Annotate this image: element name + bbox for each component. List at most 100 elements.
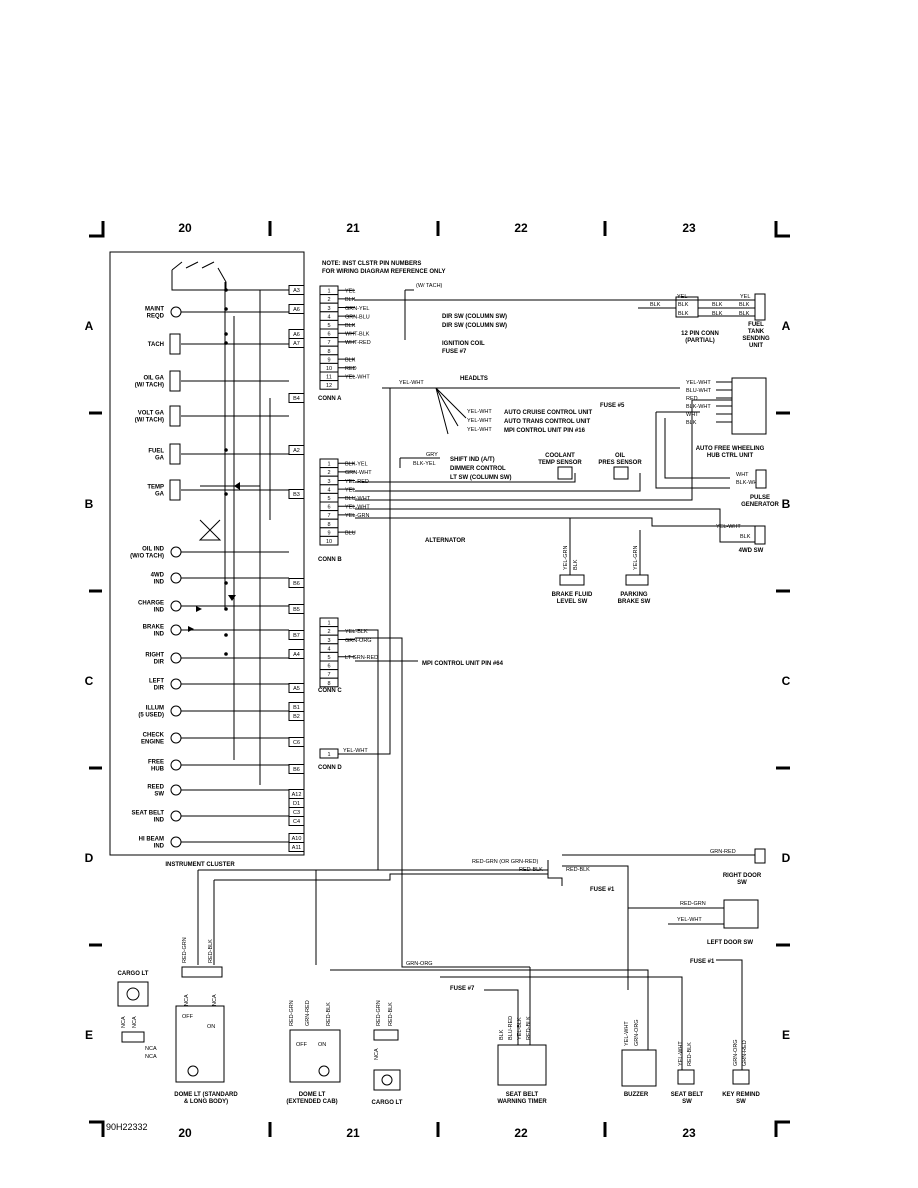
connector-c-label: CONN C bbox=[318, 688, 342, 694]
cluster-item-label: ILLUM bbox=[146, 706, 164, 712]
alternator: ALTERNATOR bbox=[425, 538, 466, 544]
grid-col-21: 21 bbox=[346, 221, 360, 235]
connector-pin-number: 6 bbox=[327, 505, 330, 511]
connector-pin-number: 9 bbox=[327, 530, 330, 536]
cluster-item-label: RIGHT bbox=[145, 653, 164, 659]
connector-pin-number: 5 bbox=[327, 496, 330, 502]
dome2-wire-3: RED-BLK bbox=[326, 1002, 332, 1026]
cluster-pin-label: B5 bbox=[293, 607, 300, 613]
cluster-item-label: GA bbox=[155, 492, 165, 498]
corner-mark bbox=[774, 221, 790, 238]
grid-row-d-right: D bbox=[782, 851, 791, 865]
bulb-icon bbox=[318, 1065, 330, 1077]
conn-a-dest-2: DIR SW (COLUMN SW) bbox=[442, 323, 507, 329]
connector-wire-color: YEL-WHT bbox=[345, 375, 370, 381]
connector-pin-number: 3 bbox=[327, 479, 330, 485]
nca-2: NCA bbox=[132, 1016, 138, 1028]
dome1-wire-2: RED-BLK bbox=[208, 939, 214, 963]
cargo-lt-2-connector bbox=[373, 1029, 399, 1041]
cluster-item-label: SW bbox=[154, 792, 164, 798]
auto-cruise-control-unit: AUTO CRUISE CONTROL UNIT bbox=[504, 410, 592, 416]
connector-pin-number: 12 bbox=[326, 383, 332, 389]
grid-col-21-bottom: 21 bbox=[346, 1126, 360, 1140]
brake-fluid-label-2: LEVEL SW bbox=[557, 599, 588, 605]
corner-mark bbox=[89, 221, 105, 238]
indicator-lamp-icon bbox=[170, 624, 182, 636]
brake-fluid-connector bbox=[559, 574, 585, 586]
pulse-label-1: PULSE bbox=[750, 495, 770, 501]
dome-lt-1-box bbox=[175, 1005, 225, 1083]
brake-fluid-wire-2: BLK bbox=[573, 559, 579, 570]
pulse-generator-connector bbox=[755, 469, 767, 489]
connector-pin-number: 11 bbox=[326, 375, 332, 381]
corner-mark bbox=[774, 1120, 790, 1137]
gauge-icon bbox=[169, 405, 181, 427]
indicator-lamp-icon bbox=[170, 572, 182, 584]
fuel-tank-connector bbox=[754, 293, 766, 321]
cluster-item-label: DIR bbox=[154, 660, 165, 666]
grid-row-a-right: A bbox=[782, 319, 791, 333]
dome1-on: ON bbox=[207, 1024, 215, 1030]
right-door-label-1: RIGHT DOOR bbox=[723, 873, 762, 879]
nca-3: NCA bbox=[145, 1046, 157, 1052]
cluster-item-label: (5 USED) bbox=[138, 713, 164, 719]
connector-pin-number: 3 bbox=[327, 638, 330, 644]
cluster-item-label: HUB bbox=[151, 767, 165, 773]
cluster-pin-label: B4 bbox=[293, 396, 300, 402]
cluster-item-label: GA bbox=[155, 456, 165, 462]
key-remind-switch bbox=[732, 1069, 750, 1085]
cargo-lt-2-label: CARGO LT bbox=[372, 1100, 403, 1106]
dome2-wire-1: RED-GRN bbox=[289, 1000, 295, 1026]
indicator-lamp-icon bbox=[170, 784, 182, 796]
diode-icon bbox=[188, 626, 194, 632]
cluster-item-label: OIL GA bbox=[143, 376, 164, 382]
connector-pin-number: 7 bbox=[327, 672, 330, 678]
nca-4: NCA bbox=[145, 1054, 157, 1060]
indicator-lamp-icon bbox=[170, 652, 182, 664]
pin12-ground-blk: BLK bbox=[650, 302, 661, 308]
cargo2-wire-2: RED-BLK bbox=[388, 1002, 394, 1026]
twelve-pin-block bbox=[675, 296, 699, 318]
grid-col-20-bottom: 20 bbox=[178, 1126, 192, 1140]
branch-wire-1: YEL-WHT bbox=[467, 409, 492, 415]
cluster-pin bbox=[288, 304, 305, 314]
conn-a-dest-5: HEADLTS bbox=[460, 376, 488, 382]
connector-pin-number: 2 bbox=[327, 297, 330, 303]
mpi-pin64: MPI CONTROL UNIT PIN #64 bbox=[422, 661, 504, 667]
cluster-top-switch bbox=[171, 261, 289, 291]
seat-belt-switch bbox=[677, 1069, 695, 1085]
connector-wire-color: GRN-WHT bbox=[345, 470, 372, 476]
cluster-pin-label: A2 bbox=[293, 448, 300, 454]
pin12-label-2: (PARTIAL) bbox=[685, 338, 715, 344]
cluster-pin bbox=[288, 764, 305, 774]
cluster-pin-label: B7 bbox=[293, 633, 300, 639]
connector-pin-number: 2 bbox=[327, 470, 330, 476]
cluster-pin bbox=[288, 604, 305, 614]
coolant-label-1: COOLANT bbox=[545, 453, 575, 459]
cluster-item-label: (W/O TACH) bbox=[130, 554, 164, 560]
cluster-pin-label: D1 bbox=[293, 801, 300, 807]
timer-label-2: WARNING TIMER bbox=[497, 1099, 547, 1105]
blkyel-wire: BLK-YEL bbox=[413, 461, 436, 467]
connector-b-label: CONN B bbox=[318, 557, 342, 563]
hub-wire-color: BLU-WHT bbox=[686, 388, 712, 394]
cluster-pin bbox=[288, 683, 305, 693]
cluster-item-label: IND bbox=[154, 844, 165, 850]
cluster-pin-label: B2 bbox=[293, 714, 300, 720]
fuel-wire-yel: YEL bbox=[740, 294, 750, 300]
cluster-pin-label: B1 bbox=[293, 705, 300, 711]
indicator-lamp-icon bbox=[170, 600, 182, 612]
hub-wire-color: BLK-WHT bbox=[686, 404, 711, 410]
bulb-icon bbox=[381, 1074, 393, 1086]
pulse-wire-blkwht: BLK-WHT bbox=[736, 480, 761, 486]
key-wire-2: GRN-RED bbox=[742, 1040, 748, 1066]
dome-lt-2-box bbox=[289, 1029, 341, 1083]
connector-pin-number: 7 bbox=[327, 340, 330, 346]
key-label-2: SW bbox=[736, 1099, 746, 1105]
cluster-pin-label: A4 bbox=[293, 652, 300, 658]
cluster-item-label: TEMP bbox=[147, 485, 164, 491]
dome2-on: ON bbox=[318, 1042, 326, 1048]
dome1-nca-1: NCA bbox=[184, 994, 190, 1006]
dome2-label-1: DOME LT bbox=[299, 1092, 326, 1098]
left-door-label: LEFT DOOR SW bbox=[707, 940, 753, 946]
